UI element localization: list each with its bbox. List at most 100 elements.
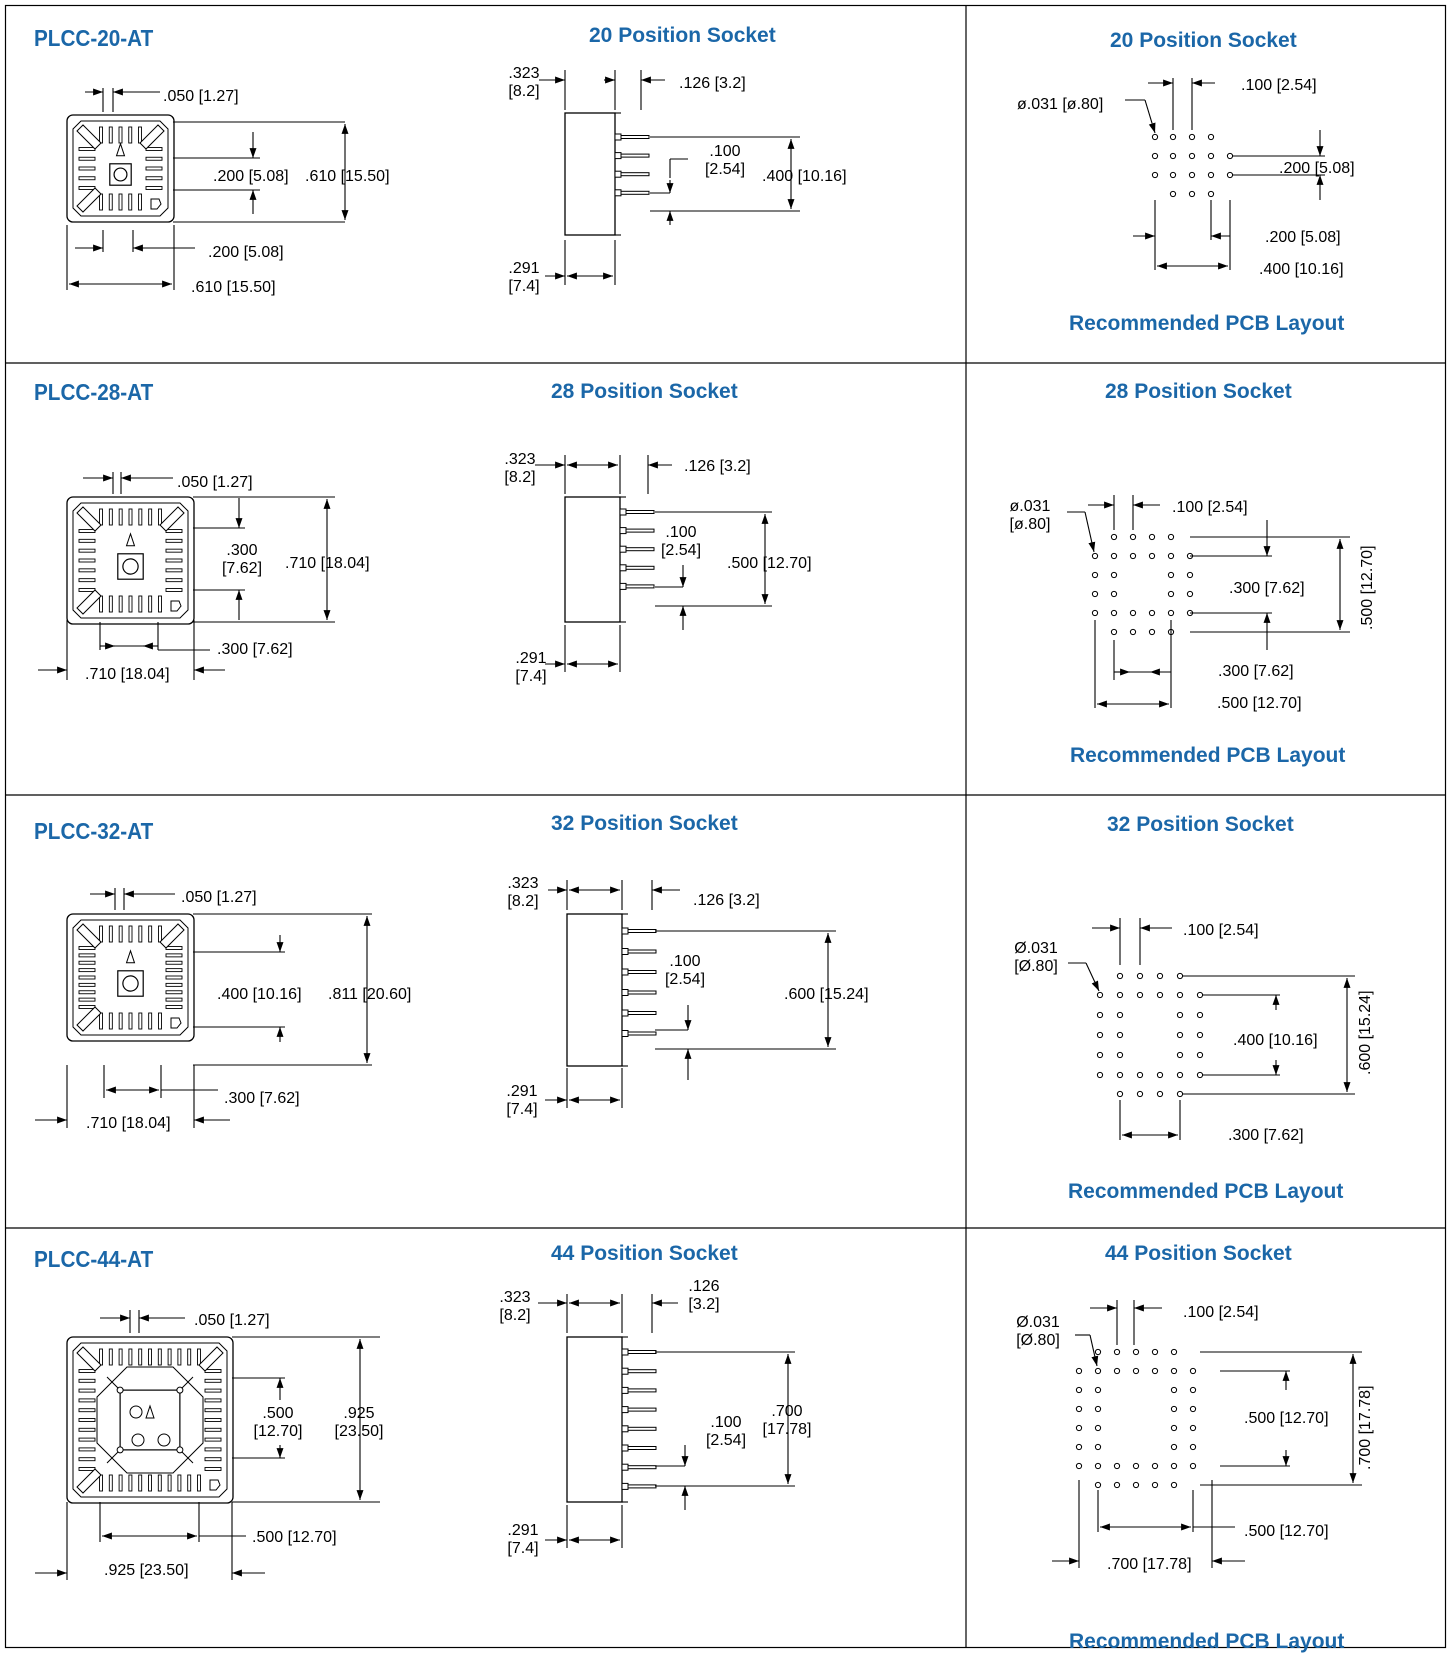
lead — [165, 968, 183, 973]
pcb-title: 32 Position Socket — [1107, 813, 1294, 836]
pcb-hole — [1169, 152, 1177, 160]
dim-inner-height: .500[12.70] — [253, 1405, 303, 1440]
pcb-hole — [1151, 171, 1159, 179]
lead — [128, 595, 133, 613]
lead — [78, 529, 96, 533]
pin — [625, 528, 655, 533]
pin — [627, 1031, 657, 1036]
dim-pcb-outer-width: .700 [17.78] — [1107, 1556, 1192, 1573]
pcb-title: 44 Position Socket — [1105, 1242, 1292, 1265]
lead — [204, 1369, 222, 1373]
pcb-hole — [1176, 1031, 1184, 1039]
pin — [627, 970, 657, 974]
pcb-hole — [1226, 171, 1234, 179]
dim-pcb-inner-height: .200 [5.08] — [1279, 160, 1355, 177]
dimension-arrow — [1084, 511, 1096, 553]
lead — [148, 1012, 153, 1030]
dimension-arrow — [1085, 962, 1100, 992]
pcb-hole — [1151, 133, 1159, 141]
pcb-hole — [1129, 533, 1137, 541]
dim-pcb-pitch: .100 [2.54] — [1183, 922, 1259, 939]
dim-pcb-inner-width: .200 [5.08] — [1265, 229, 1341, 246]
lead — [99, 193, 103, 211]
pcb-hole — [1148, 628, 1156, 636]
pin-collar — [621, 1386, 629, 1394]
dim-outer-width: .925 [23.50] — [104, 1562, 189, 1579]
lead — [118, 126, 123, 144]
pcb-hole — [1186, 571, 1194, 579]
pcb-hole — [1151, 152, 1159, 160]
lead — [204, 1418, 222, 1422]
lead — [99, 126, 103, 144]
pcb-hole — [1156, 972, 1164, 980]
dim-inner-height: .400 [10.16] — [217, 986, 302, 1003]
lead — [99, 1348, 103, 1366]
lead — [165, 982, 183, 987]
pin-collar — [621, 968, 629, 976]
pin — [627, 1465, 657, 1470]
pcb-hole — [1151, 1348, 1159, 1356]
corner-slot — [76, 1006, 102, 1032]
pin1-triangle — [125, 949, 136, 964]
dim-outer-height: .925[23.50] — [334, 1405, 384, 1440]
dim-inner-width: .300 [7.62] — [217, 641, 293, 658]
lead — [204, 1467, 222, 1471]
center-hole — [122, 975, 139, 992]
pcb-hole — [1167, 571, 1175, 579]
dim-pcb-inner-height: .300 [7.62] — [1229, 580, 1305, 597]
lead — [145, 166, 163, 171]
pin-collar — [621, 1009, 629, 1017]
pcb-hole — [1075, 1386, 1083, 1394]
corner-slot — [76, 1468, 102, 1494]
pcb-hole — [1207, 171, 1215, 179]
dim-base-height: .291[7.4] — [515, 650, 547, 685]
pin-collar — [614, 133, 622, 141]
row4-drawings — [35, 1294, 1362, 1580]
pcb-hole — [1169, 190, 1177, 198]
lead — [118, 925, 123, 943]
package-inner-outline — [72, 120, 169, 217]
pin-collar — [619, 582, 627, 590]
pcb-hole — [1075, 1405, 1083, 1413]
dim-pin-pitch: .100[2.54] — [660, 524, 702, 559]
pcb-caption: Recommended PCB Layout — [1070, 744, 1346, 767]
dim-inner-height: .300[7.62] — [221, 542, 263, 577]
lead — [78, 147, 96, 151]
pcb-hole — [1091, 552, 1099, 560]
dim-lead-pitch: .050 [1.27] — [181, 889, 257, 906]
package-inner-outline — [72, 502, 189, 619]
pin-collar — [614, 152, 622, 160]
pcb-hole — [1196, 991, 1204, 999]
pcb-hole — [1136, 1090, 1144, 1098]
lead — [177, 1348, 182, 1366]
pcb-hole — [1189, 1462, 1197, 1470]
pcb-hole — [1091, 590, 1099, 598]
dim-pin-span: .500 [12.70] — [727, 555, 812, 572]
pcb-hole — [1170, 1405, 1178, 1413]
pcb-hole — [1156, 1090, 1164, 1098]
dim-pcb-pitch: .100 [2.54] — [1172, 499, 1248, 516]
lead — [108, 595, 113, 613]
lead — [187, 1474, 192, 1492]
pcb-hole — [1176, 1011, 1184, 1019]
pcb-hole — [1094, 1424, 1102, 1432]
lead — [204, 1437, 222, 1442]
socket-title: 28 Position Socket — [551, 380, 738, 403]
lead — [204, 1388, 222, 1393]
dim-inner-height: .200 [5.08] — [213, 168, 289, 185]
pcb-hole — [1094, 1386, 1102, 1394]
table-grid — [4, 4, 1447, 1649]
pcb-hole — [1167, 609, 1175, 617]
lead — [167, 1348, 172, 1366]
lead — [99, 925, 103, 943]
dim-pin-span: .700[17.78] — [762, 1403, 812, 1438]
pin — [627, 990, 657, 995]
pcb-hole — [1116, 1011, 1124, 1019]
socket-body — [564, 496, 621, 623]
pcb-hole — [1169, 171, 1177, 179]
lead — [204, 1427, 222, 1432]
pin1-triangle — [125, 532, 136, 547]
lead — [204, 1447, 222, 1452]
pcb-hole — [1170, 1443, 1178, 1451]
pcb-hole — [1196, 1071, 1204, 1079]
